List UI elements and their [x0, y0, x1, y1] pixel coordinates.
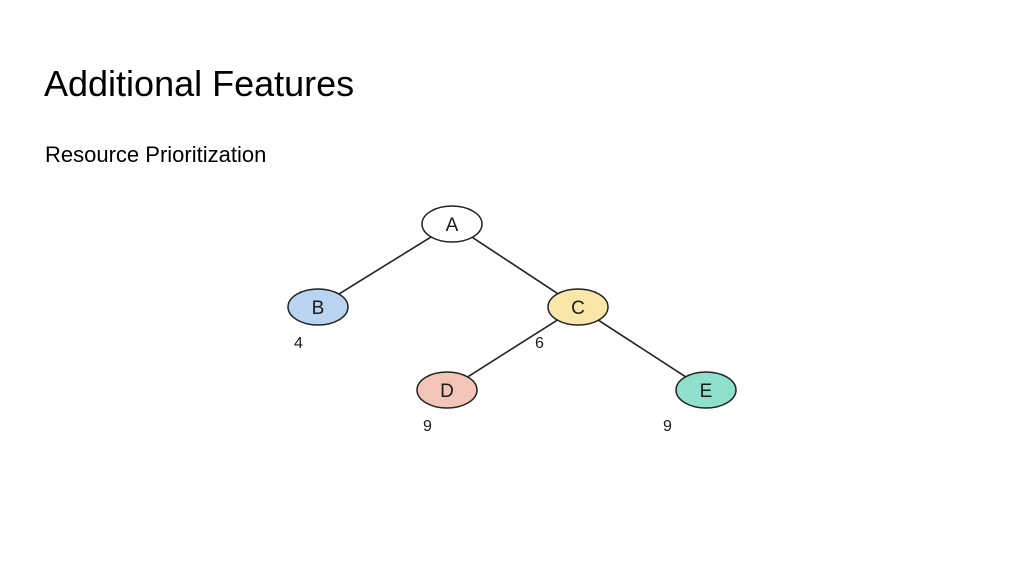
node-circle [416, 371, 478, 409]
weight-label-b: 4 [294, 335, 303, 352]
nodes-layer: A B C D E [287, 205, 737, 409]
node-circle [421, 205, 483, 243]
node-c: C [547, 288, 609, 326]
node-circle [287, 288, 349, 326]
edge-a-c [471, 236, 559, 295]
weights-layer: 4 6 9 9 [294, 335, 672, 435]
node-circle [675, 371, 737, 409]
weight-label-d: 9 [423, 418, 432, 435]
node-label: E [700, 381, 713, 402]
weight-label-e: 9 [663, 418, 672, 435]
edge-a-b [338, 236, 432, 295]
weight-label-c: 6 [535, 335, 544, 352]
edge-c-d [467, 319, 558, 378]
node-b: B [287, 288, 349, 326]
node-label: C [571, 298, 585, 319]
edges-layer [338, 236, 687, 378]
node-label: B [312, 298, 325, 319]
slide-subtitle: Resource Prioritization [45, 142, 267, 167]
slide-title: Additional Features [44, 63, 355, 104]
node-label: A [446, 215, 459, 236]
node-circle [547, 288, 609, 326]
node-d: D [416, 371, 478, 409]
node-a: A [421, 205, 483, 243]
node-e: E [675, 371, 737, 409]
edge-c-e [597, 319, 687, 378]
node-label: D [440, 381, 454, 402]
